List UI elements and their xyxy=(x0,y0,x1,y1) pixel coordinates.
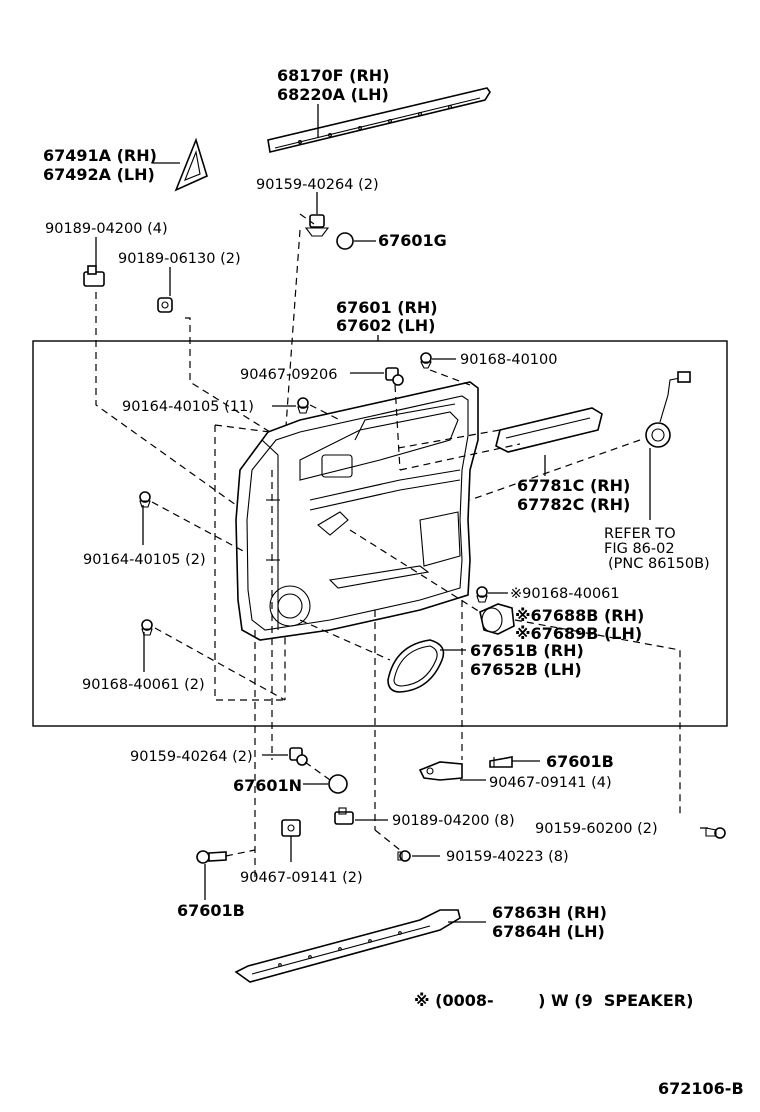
clip-a-part xyxy=(385,367,404,386)
clip-g-part xyxy=(289,747,308,766)
moulding-label-lh: 68220A (LH) xyxy=(277,85,389,104)
clip-a-label: 90467-09206 xyxy=(240,367,338,383)
footnote: ※ (0008- ) W (9 SPEAKER) xyxy=(414,991,693,1010)
corner-cover-label-lh: 67492A (LH) xyxy=(43,165,155,184)
clip-b-label: 90168-40100 xyxy=(460,352,558,368)
clip-f-label: 90168-40061 (2) xyxy=(82,677,205,693)
clip-k-part xyxy=(397,850,411,862)
grille-label-rh: ※67688B (RH) xyxy=(515,606,644,625)
clip-left-top-label: 90189-04200 (4) xyxy=(45,221,168,237)
cap-g-part xyxy=(336,232,354,250)
cover-label-rh: 67651B (RH) xyxy=(470,641,584,660)
cap-g-label: 67601G xyxy=(378,231,447,250)
upper-moulding-part xyxy=(267,87,491,153)
speaker-ref-line3: (PNC 86150B) xyxy=(608,556,710,572)
cover-label-lh: 67652B (LH) xyxy=(470,660,582,679)
figure-id: 672106-B xyxy=(658,1079,744,1098)
lower-moulding-part xyxy=(234,909,461,983)
panel-label-lh: 67602 (LH) xyxy=(336,316,435,335)
clip-g-label: 90159-40264 (2) xyxy=(130,749,253,765)
clip-left-2-label: 90189-06130 (2) xyxy=(118,251,241,267)
armrest-label-2: 67782C (RH) xyxy=(517,495,630,514)
clip-left-2-part xyxy=(157,297,173,313)
clip-i-label: 90189-04200 (8) xyxy=(392,813,515,829)
panel-label-rh: 67601 (RH) xyxy=(336,298,438,317)
clip-i-part xyxy=(334,807,354,825)
clip-c-part xyxy=(297,397,309,414)
clip-h-part xyxy=(418,761,463,781)
panel-frame xyxy=(32,340,728,727)
speaker-ref-line1: REFER TO xyxy=(604,526,676,542)
clip-f-part xyxy=(141,619,153,636)
cap-b1-label: 67601B xyxy=(546,752,614,771)
clip-e-label: ※90168-40061 xyxy=(510,586,620,602)
cap-n-label: 67601N xyxy=(233,776,302,795)
clip-k-label: 90159-40223 (8) xyxy=(446,849,569,865)
grille-label-lh: ※67689B (LH) xyxy=(515,624,642,643)
corner-cover-label-rh: 67491A (RH) xyxy=(43,146,157,165)
cap-b2-part xyxy=(196,850,227,864)
clip-d-label: 90164-40105 (2) xyxy=(83,552,206,568)
armrest-part xyxy=(495,407,603,453)
armrest-label-rh: 67781C (RH) xyxy=(517,476,630,495)
speaker-ref-line2: FIG 86-02 xyxy=(604,541,675,557)
clip-j-label: 90159-60200 (2) xyxy=(535,821,658,837)
cap-b1-part xyxy=(489,756,513,768)
moulding-label-rh: 68170F (RH) xyxy=(277,66,390,85)
clip-b-part xyxy=(420,352,432,369)
cap-n-part xyxy=(328,774,348,794)
clip-l-label: 90467-09141 (2) xyxy=(240,870,363,886)
clip-top-label: 90159-40264 (2) xyxy=(256,177,379,193)
lower-moulding-label-rh: 67863H (RH) xyxy=(492,903,607,922)
lower-moulding-label-lh: 67864H (LH) xyxy=(492,922,605,941)
corner-cover-part xyxy=(174,137,208,192)
clip-top-part xyxy=(304,214,330,237)
cap-b2-label: 67601B xyxy=(177,901,245,920)
speaker-cover-part xyxy=(387,639,445,693)
clip-c-label: 90164-40105 (11) xyxy=(122,399,254,415)
clip-d-part xyxy=(139,491,151,508)
clip-h-label: 90467-09141 (4) xyxy=(489,775,612,791)
clip-l-part xyxy=(281,819,301,837)
grille-part xyxy=(479,603,515,635)
clip-left-top-part xyxy=(83,265,105,287)
speaker-part xyxy=(645,371,691,448)
clip-e-part xyxy=(476,586,488,603)
door-trim-panel-part xyxy=(235,381,479,641)
clip-j-part xyxy=(705,827,726,839)
